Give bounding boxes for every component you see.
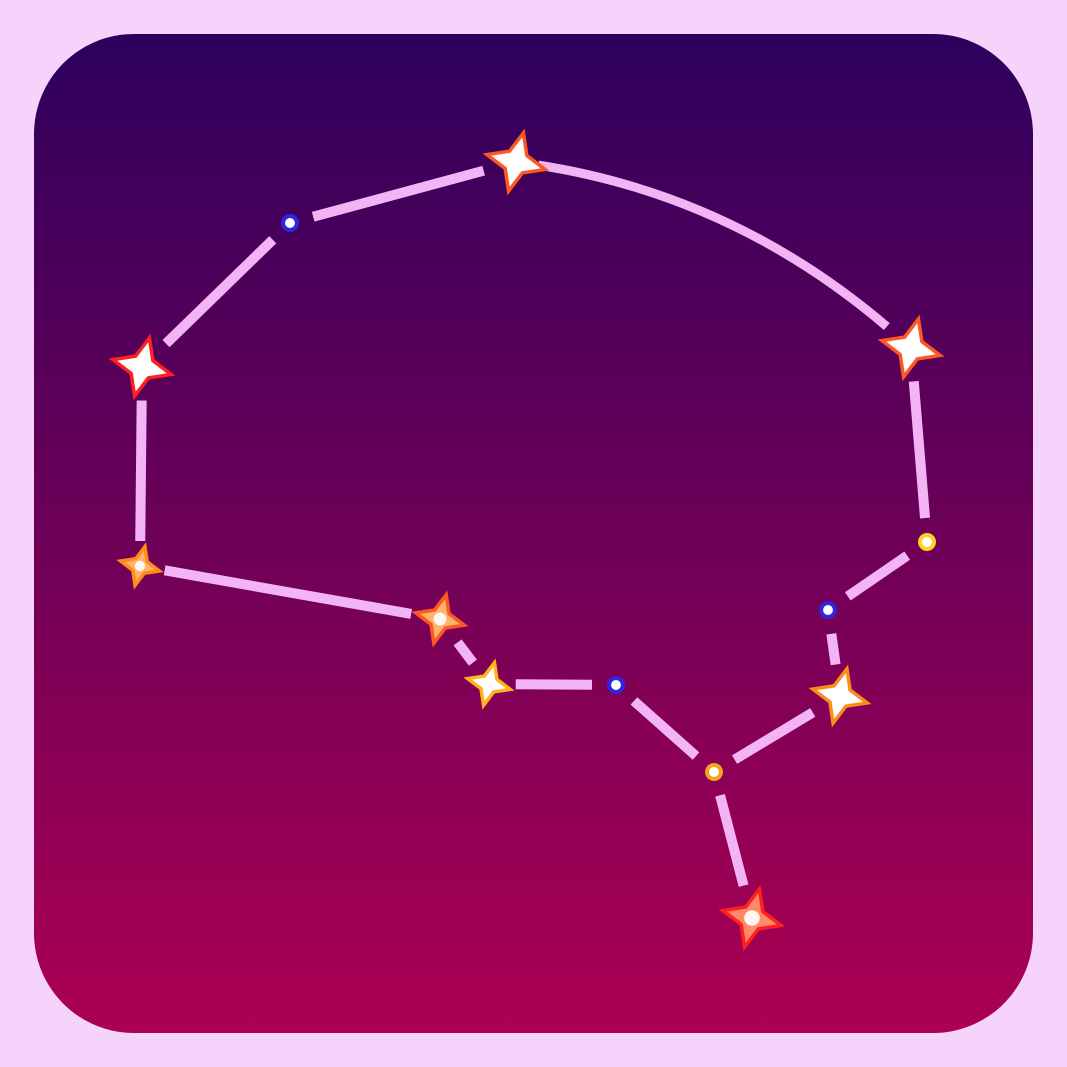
gold-sparkle-icon [808, 664, 872, 728]
constellation-link [537, 160, 890, 330]
constellation-link [826, 633, 841, 666]
blue-dot-icon [819, 601, 837, 619]
red-sparkle-icon [108, 333, 176, 401]
blue-dot-icon [281, 214, 299, 232]
constellation-link [135, 400, 147, 542]
orange-sparkle-icon [116, 542, 164, 590]
constellation-link [908, 380, 931, 519]
night-sky-panel [34, 34, 1033, 1033]
orange-sparkle-icon [482, 128, 550, 196]
constellation-links [135, 160, 931, 887]
constellation-link [844, 551, 911, 601]
blue-dot-icon [607, 676, 625, 694]
orange-sparkle-icon [877, 314, 945, 382]
red-sparkle-icon [718, 884, 786, 952]
constellation-link [515, 679, 593, 690]
constellation-stars [108, 128, 945, 952]
orange-sparkle-icon [411, 590, 469, 648]
constellation-link [311, 165, 485, 222]
constellation-link [731, 708, 816, 764]
constellation-link [630, 697, 700, 760]
constellation-link [162, 236, 277, 348]
yellow-sparkle-icon [463, 658, 515, 710]
constellation-link [163, 565, 413, 619]
constellation-link [453, 639, 477, 666]
constellation-link [715, 793, 749, 887]
yellow-dot-icon [918, 533, 936, 551]
gold-dot-icon [705, 763, 723, 781]
